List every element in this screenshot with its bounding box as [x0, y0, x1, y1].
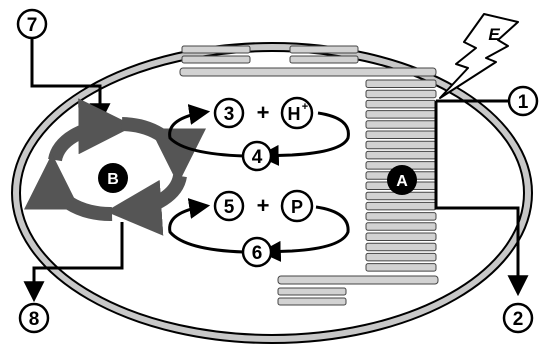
- svg-text:1: 1: [518, 92, 529, 113]
- number-circle-6: 6: [241, 236, 273, 268]
- granum-stack: [365, 79, 437, 272]
- svg-text:H: H: [288, 104, 301, 124]
- thylakoid-disc: [365, 140, 437, 150]
- thylakoid-disc: [365, 89, 437, 99]
- lightning-bolt-icon: [439, 13, 519, 99]
- svg-text:+: +: [302, 101, 308, 113]
- number-circle-7: 7: [16, 8, 48, 40]
- phosphate-circle: P: [280, 189, 314, 223]
- number-circle-2: 2: [502, 302, 534, 334]
- svg-text:3: 3: [224, 104, 235, 125]
- marker-a-label: A: [396, 173, 408, 190]
- loop-bottom-return: [168, 198, 245, 254]
- thylakoid-disc: [365, 222, 437, 231]
- marker-b: [98, 163, 128, 193]
- thylakoid-disc: [365, 263, 437, 272]
- loop-bottom: [259, 205, 350, 262]
- hydrogen-ion-circle: H +: [280, 96, 314, 130]
- connector-granum-2: [434, 101, 529, 297]
- svg-text:5: 5: [224, 197, 235, 218]
- thylakoid-disc: [365, 252, 437, 262]
- cycle-b-arrows: [24, 98, 206, 236]
- thylakoid-disc: [365, 120, 437, 129]
- loop-top-return: [168, 104, 245, 158]
- marker-a: [387, 165, 417, 195]
- number-circle-3: 3: [213, 97, 245, 129]
- svg-text:8: 8: [29, 309, 40, 330]
- number-circle-1: 1: [507, 85, 539, 117]
- thylakoid-disc: [365, 99, 437, 109]
- thylakoid-disc: [365, 150, 437, 160]
- number-circle-8: 8: [18, 302, 50, 334]
- plus-sign-bottom: +: [257, 193, 270, 218]
- thylakoid-disc: [365, 110, 437, 119]
- loop-top: [257, 111, 350, 166]
- thylakoid-disc: [365, 212, 437, 221]
- svg-text:7: 7: [27, 15, 38, 36]
- thylakoid-disc: [365, 201, 437, 211]
- svg-text:P: P: [291, 197, 303, 217]
- arrow-cycle-to-8: [23, 222, 124, 303]
- number-circle-5: 5: [213, 190, 245, 222]
- svg-text:4: 4: [252, 147, 263, 168]
- thylakoid-disc: [365, 242, 437, 252]
- svg-text:2: 2: [513, 309, 524, 330]
- thylakoid-disc: [365, 79, 437, 88]
- plus-sign-top: +: [257, 100, 270, 125]
- number-circle-4: 4: [241, 140, 273, 172]
- thylakoid-disc: [365, 232, 437, 241]
- thylakoid-disc: [365, 130, 437, 139]
- thylakoid-lamellae-top: [179, 45, 437, 77]
- energy-label: E: [488, 25, 500, 44]
- svg-text:6: 6: [252, 243, 263, 264]
- marker-b-label: B: [107, 171, 119, 188]
- thylakoid-lamellae-bottom: [277, 275, 439, 306]
